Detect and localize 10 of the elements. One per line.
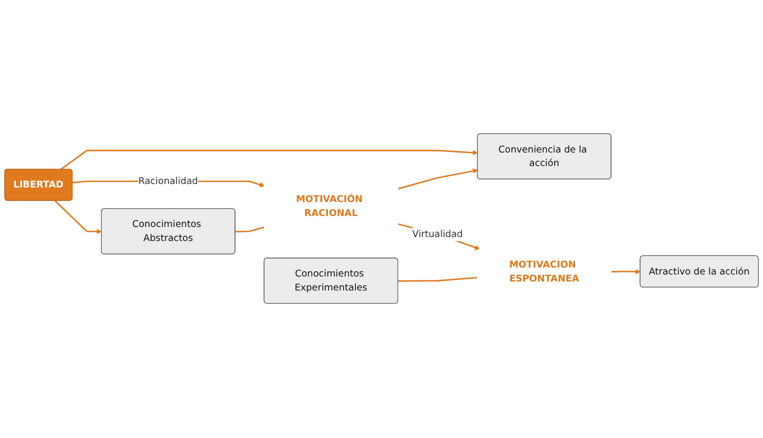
arrow (611, 270, 641, 275)
connector (235, 226, 265, 233)
connector (398, 277, 478, 282)
arrow (398, 168, 478, 190)
edge-label: Racionalidad (138, 176, 198, 188)
node-text: MOTIVACIÓN RACIONAL (296, 194, 363, 219)
node-text: MOTIVACION ESPONTANEA (509, 259, 580, 284)
edge-label: Virtualidad (412, 228, 463, 240)
arrow (60, 150, 478, 170)
arrow (54, 200, 102, 235)
